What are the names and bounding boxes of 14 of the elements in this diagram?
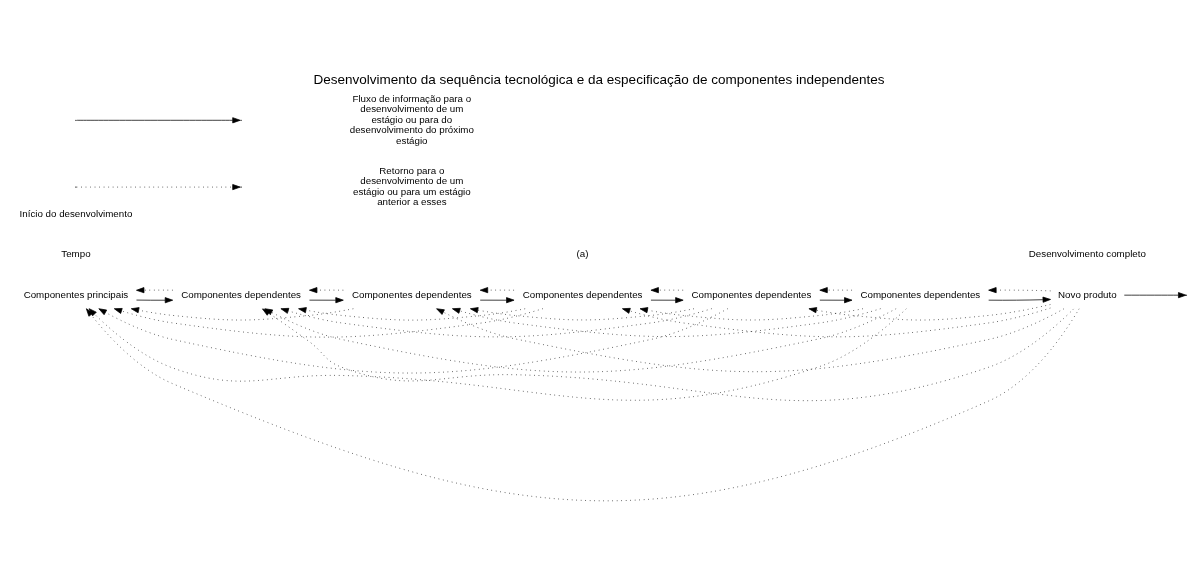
node-text: Novo produto bbox=[1058, 288, 1117, 300]
node-text: Componentes dependentes bbox=[691, 288, 812, 300]
node-text: Componentes principais bbox=[23, 288, 129, 300]
node-text: Componentes dependentes bbox=[351, 288, 472, 300]
node-text: Componentes dependentes bbox=[860, 288, 981, 300]
node-text: Componentes dependentes bbox=[181, 288, 301, 300]
label: Tempo bbox=[61, 247, 91, 259]
legend-label: Retorno para o desenvolvimento de um estágio ou para um estágio anterior a esses bbox=[353, 164, 471, 207]
label: Início do desenvolvimento bbox=[19, 207, 133, 219]
node-text: Componentes dependentes bbox=[522, 288, 643, 300]
label: Desenvolvimento completo bbox=[1028, 247, 1146, 259]
diagram-title: Desenvolvimento da sequência tecnológica e da especificação de componentes independentes bbox=[313, 71, 885, 87]
legend-label: Fluxo de informação para o desenvolvimento de um estágio ou para do desenvolvimento do próximo estágio bbox=[349, 92, 474, 146]
label: (a) bbox=[576, 247, 589, 259]
